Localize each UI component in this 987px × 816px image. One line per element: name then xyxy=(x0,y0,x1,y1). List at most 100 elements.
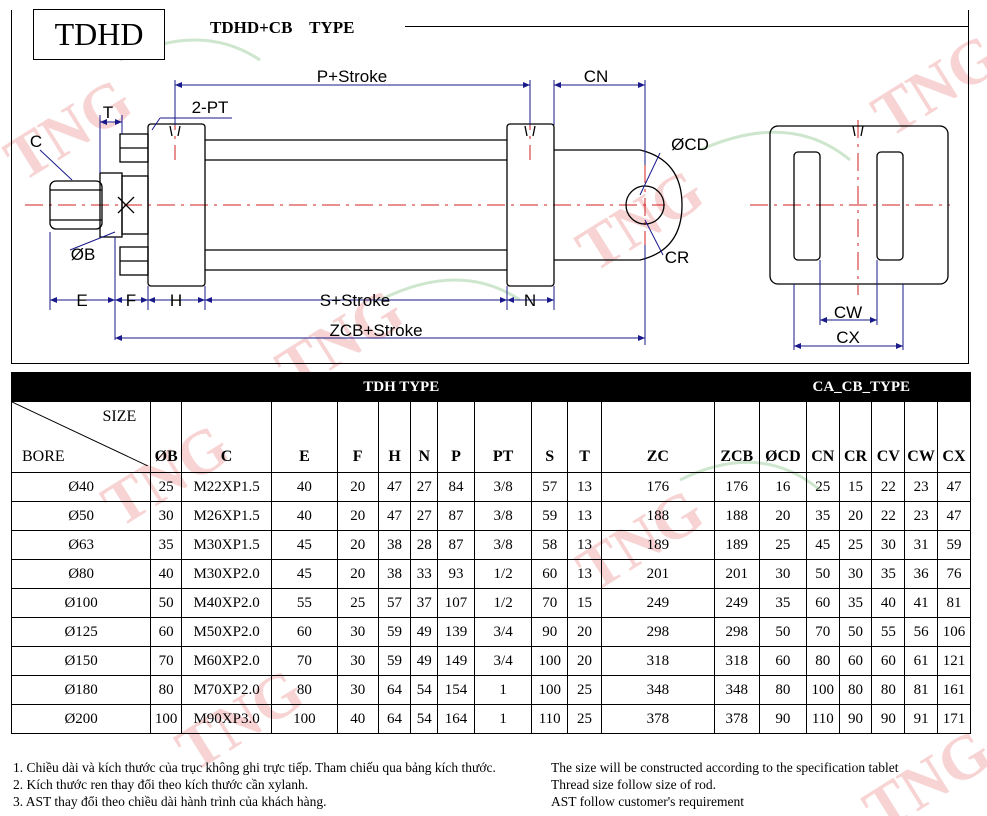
column-header: PT xyxy=(473,401,533,473)
label-f: F xyxy=(126,291,136,310)
column-header: CR xyxy=(838,401,873,473)
label-e: E xyxy=(76,291,87,310)
label-n: N xyxy=(524,291,536,310)
bore-size-corner: SIZE BORE xyxy=(10,401,152,473)
table-cell: 38 xyxy=(377,530,412,560)
table-cell: 25 xyxy=(838,530,873,560)
column-header: ZC xyxy=(600,401,715,473)
label-t: T xyxy=(103,103,113,122)
bore-cell: Ø125 xyxy=(10,617,152,647)
drawing-frame xyxy=(11,10,969,364)
corner-bore-label: BORE xyxy=(22,448,65,465)
table-cell: 189 xyxy=(713,530,760,560)
corner-size-label: SIZE xyxy=(102,408,137,425)
table-cell: 47 xyxy=(377,472,412,502)
table-cell: 318 xyxy=(600,646,715,676)
table-cell: 378 xyxy=(713,704,760,734)
table-cell: 20 xyxy=(336,501,379,531)
label-c: C xyxy=(30,132,42,151)
table-cell: 30 xyxy=(150,501,183,531)
notes-english: The size will be constructed according t… xyxy=(551,759,899,810)
table-cell: 1 xyxy=(473,704,533,734)
table-cell: 25 xyxy=(150,472,183,502)
table-cell: 249 xyxy=(600,588,715,618)
table-cell: 60 xyxy=(150,617,183,647)
label-zcb-stroke: ZCB+Stroke xyxy=(329,321,422,340)
label-p-stroke: P+Stroke xyxy=(317,67,387,86)
table-cell: M70XP2.0 xyxy=(181,675,273,705)
label-2-pt: 2-PT xyxy=(192,98,229,117)
table-cell: 15 xyxy=(838,472,873,502)
column-header: ØCD xyxy=(758,401,807,473)
table-cell: 84 xyxy=(437,472,475,502)
table-cell: 58 xyxy=(531,530,569,560)
corner-diagonal xyxy=(12,402,148,466)
table-cell: 100 xyxy=(271,704,338,734)
column-header: E xyxy=(271,401,338,473)
table-cell: 36 xyxy=(904,559,938,589)
table-cell: 30 xyxy=(336,675,379,705)
bore-cell: Ø200 xyxy=(10,704,152,734)
table-cell: 41 xyxy=(904,588,938,618)
column-header: T xyxy=(567,401,602,473)
table-cell: 47 xyxy=(936,501,972,531)
table-cell: 20 xyxy=(336,559,379,589)
table-cell: M60XP2.0 xyxy=(181,646,273,676)
table-cell: 20 xyxy=(758,501,807,531)
table-cell: 121 xyxy=(936,646,972,676)
table-cell: 70 xyxy=(805,617,840,647)
table-cell: 100 xyxy=(805,675,840,705)
table-cell: 80 xyxy=(758,675,807,705)
bore-cell: Ø80 xyxy=(10,559,152,589)
table-cell: 298 xyxy=(600,617,715,647)
table-cell: 60 xyxy=(805,588,840,618)
table-cell: 106 xyxy=(936,617,972,647)
table-cell: 50 xyxy=(758,617,807,647)
table-cell: 60 xyxy=(271,617,338,647)
table-cell: 90 xyxy=(531,617,569,647)
table-cell: 22 xyxy=(871,472,906,502)
table-cell: 87 xyxy=(437,501,475,531)
ca-cb-type-title: CA_CB_TYPE xyxy=(714,372,972,402)
table-cell: 378 xyxy=(600,704,715,734)
table-cell: 30 xyxy=(838,559,873,589)
column-header: N xyxy=(410,401,439,473)
table-cell: 30 xyxy=(758,559,807,589)
table-cell: 189 xyxy=(600,530,715,560)
label-cn: CN xyxy=(584,67,609,86)
table-cell: M22XP1.5 xyxy=(181,472,273,502)
table-cell: 13 xyxy=(567,559,602,589)
table-cell: 1/2 xyxy=(473,588,533,618)
table-cell: 60 xyxy=(758,646,807,676)
table-cell: 110 xyxy=(531,704,569,734)
table-cell: 35 xyxy=(150,530,183,560)
table-cell: 56 xyxy=(904,617,938,647)
table-cell: 107 xyxy=(437,588,475,618)
label-cr: CR xyxy=(665,248,690,267)
note-en-1: The size will be constructed according t… xyxy=(551,760,899,775)
bore-cell: Ø63 xyxy=(10,530,152,560)
table-cell: 3/8 xyxy=(473,501,533,531)
table-cell: 59 xyxy=(531,501,569,531)
cylinder-drawing: P+Stroke CN T 2-PT C ØCD ØB CR E F H S+S… xyxy=(25,67,950,350)
table-cell: 348 xyxy=(713,675,760,705)
table-cell: 110 xyxy=(805,704,840,734)
table-cell: 70 xyxy=(150,646,183,676)
table-cell: 1 xyxy=(473,675,533,705)
table-cell: 176 xyxy=(713,472,760,502)
note-en-3: AST follow customer's requirement xyxy=(551,794,745,809)
table-cell: 57 xyxy=(531,472,569,502)
table-cell: 47 xyxy=(377,501,412,531)
table-cell: 70 xyxy=(271,646,338,676)
table-cell: 60 xyxy=(871,646,906,676)
note-vi-1: 1. Chiều dài và kích thước của trục khôn… xyxy=(13,760,496,775)
table-cell: 80 xyxy=(838,675,873,705)
table-cell: M30XP1.5 xyxy=(181,530,273,560)
table-cell: 60 xyxy=(838,646,873,676)
table-cell: 45 xyxy=(805,530,840,560)
